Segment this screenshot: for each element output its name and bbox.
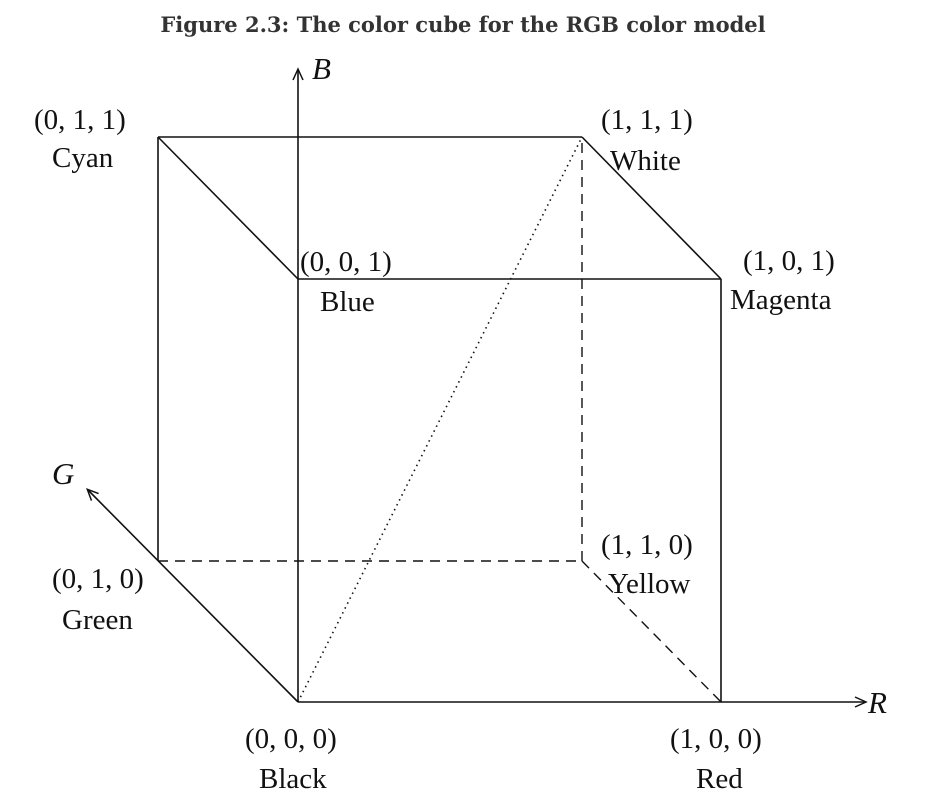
- edge-cyan-blue: [157, 136, 299, 280]
- cyan-coord-label: (0, 1, 1): [34, 104, 126, 136]
- yellow-name-label: Yellow: [608, 568, 691, 600]
- figure-caption: Figure 2.3: The color cube for the RGB c…: [160, 12, 766, 37]
- r-axis-label: R: [867, 685, 887, 720]
- white-coord-label: (1, 1, 1): [601, 104, 693, 136]
- g-axis-line: [86, 488, 299, 703]
- red-coord-label: (1, 0, 0): [670, 723, 762, 755]
- blue-name-label: Blue: [320, 286, 375, 318]
- black-coord-label: (0, 0, 0): [245, 723, 337, 755]
- yellow-coord-label: (1, 1, 0): [601, 529, 693, 561]
- green-coord-label: (0, 1, 0): [52, 563, 144, 595]
- magenta-name-label: Magenta: [730, 284, 832, 316]
- b-axis-label: B: [312, 51, 331, 86]
- magenta-coord-label: (1, 0, 1): [743, 245, 835, 277]
- red-name-label: Red: [696, 763, 743, 795]
- cyan-name-label: Cyan: [52, 142, 114, 174]
- black-name-label: Black: [259, 763, 327, 795]
- edge-white-magenta: [581, 136, 722, 280]
- green-name-label: Green: [62, 604, 133, 636]
- white-name-label: White: [610, 145, 681, 177]
- g-axis-label: G: [52, 456, 74, 491]
- blue-coord-label: (0, 0, 1): [300, 246, 392, 278]
- gray-diagonal-black-white: [297, 136, 583, 703]
